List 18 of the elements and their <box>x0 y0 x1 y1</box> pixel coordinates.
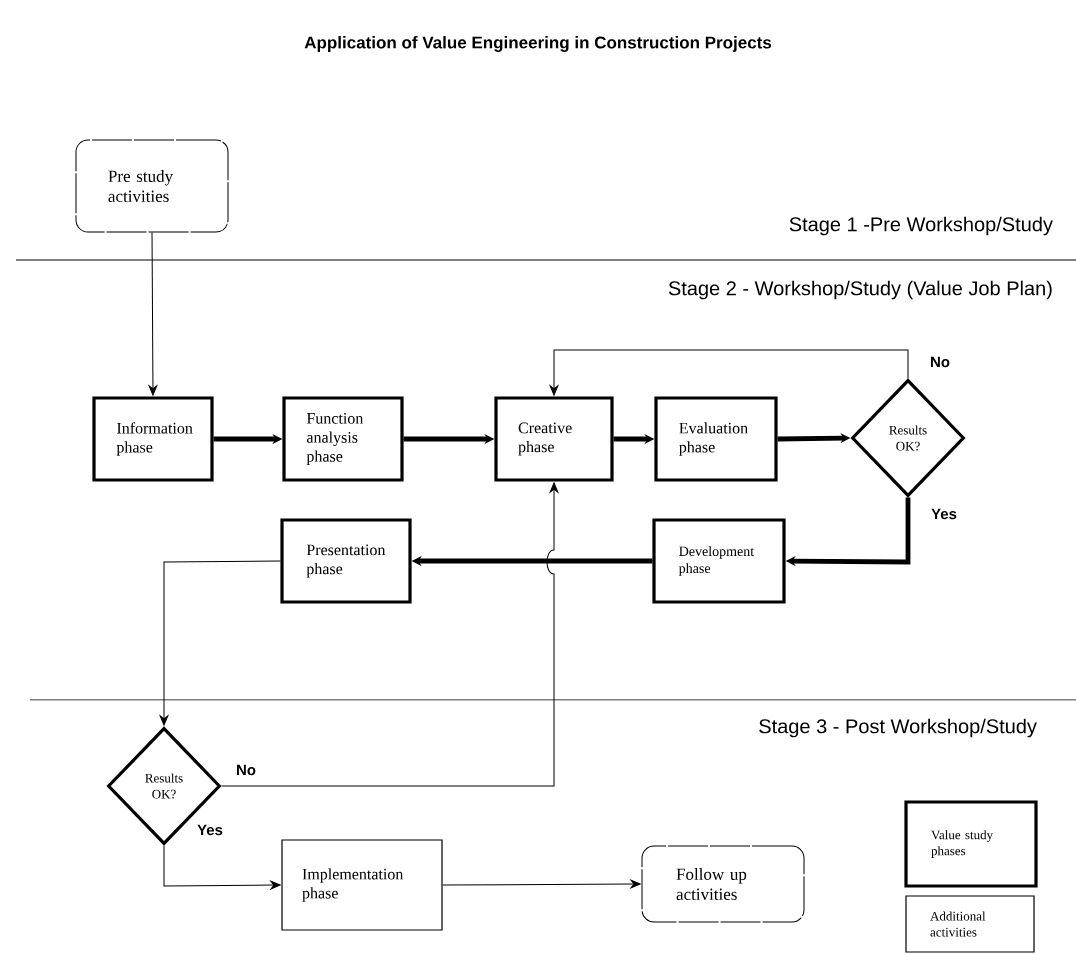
process-box: Presentation phase <box>280 518 412 604</box>
rounded-box: Pre study activities <box>75 139 229 233</box>
stage-label: Stage 3 - Post Workshop/Study <box>759 718 1037 738</box>
arrow <box>549 349 909 396</box>
title: Application of Value Engineering in Construction Projects <box>304 36 772 52</box>
arrow <box>442 879 641 889</box>
stage-label: Stage 1 -Pre Workshop/Study <box>789 216 1053 236</box>
process-box: Evaluation phase <box>654 396 778 482</box>
arrow <box>159 560 281 726</box>
arrow <box>221 482 559 787</box>
process-box: Information phase <box>92 396 214 482</box>
process-box: Creative phase <box>494 396 614 482</box>
arrow <box>148 232 158 396</box>
process-box: Function analysis phase <box>282 396 404 482</box>
stage-label: Stage 2 - Workshop/Study (Value Job Plan) <box>668 280 1052 300</box>
process-box: Implementation phase <box>281 839 443 931</box>
rounded-box: Follow up activities <box>641 845 805 923</box>
arrow <box>163 845 281 890</box>
